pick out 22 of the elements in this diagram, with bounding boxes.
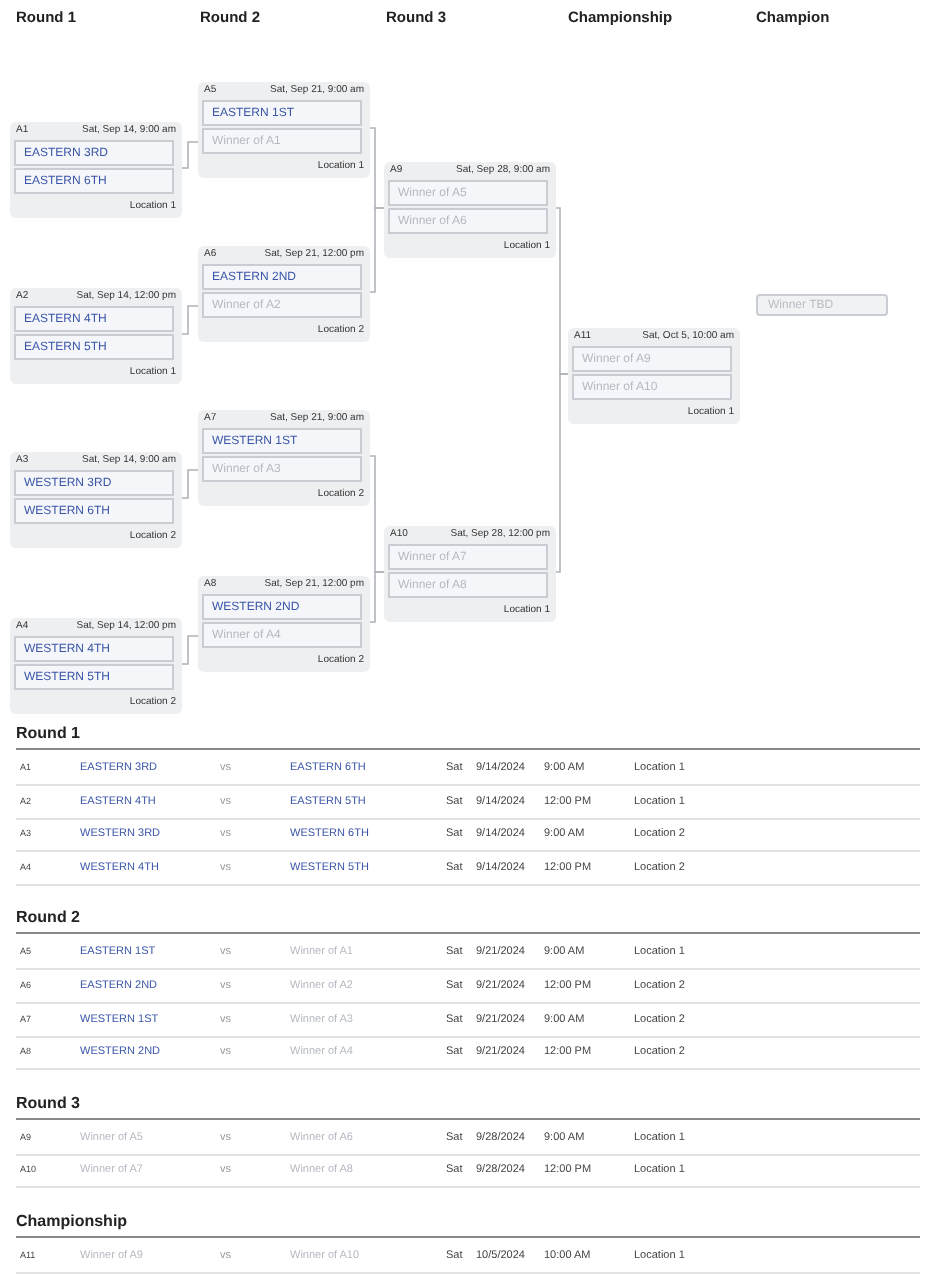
bracket-line (177, 635, 199, 665)
match-card (10, 452, 182, 548)
match-card (10, 288, 182, 384)
match-card (384, 162, 556, 258)
bracket-line (177, 141, 199, 169)
match-card (568, 328, 740, 424)
section-heading: Championship (16, 1212, 128, 1230)
bracket-line (551, 373, 569, 573)
bracket-line (365, 571, 385, 623)
match-card (384, 526, 556, 622)
section-heading: Round 2 (16, 908, 80, 927)
match-card (198, 82, 370, 178)
bracket-line (177, 305, 199, 335)
match-card (198, 410, 370, 506)
match-card (198, 576, 370, 672)
bracket-line (365, 207, 385, 293)
bracket-line (177, 469, 199, 499)
section-heading: Round 1 (16, 724, 80, 742)
section-heading: Round 3 (16, 1093, 80, 1112)
match-card (10, 618, 182, 714)
match-card (10, 122, 182, 218)
match-card (198, 246, 370, 342)
